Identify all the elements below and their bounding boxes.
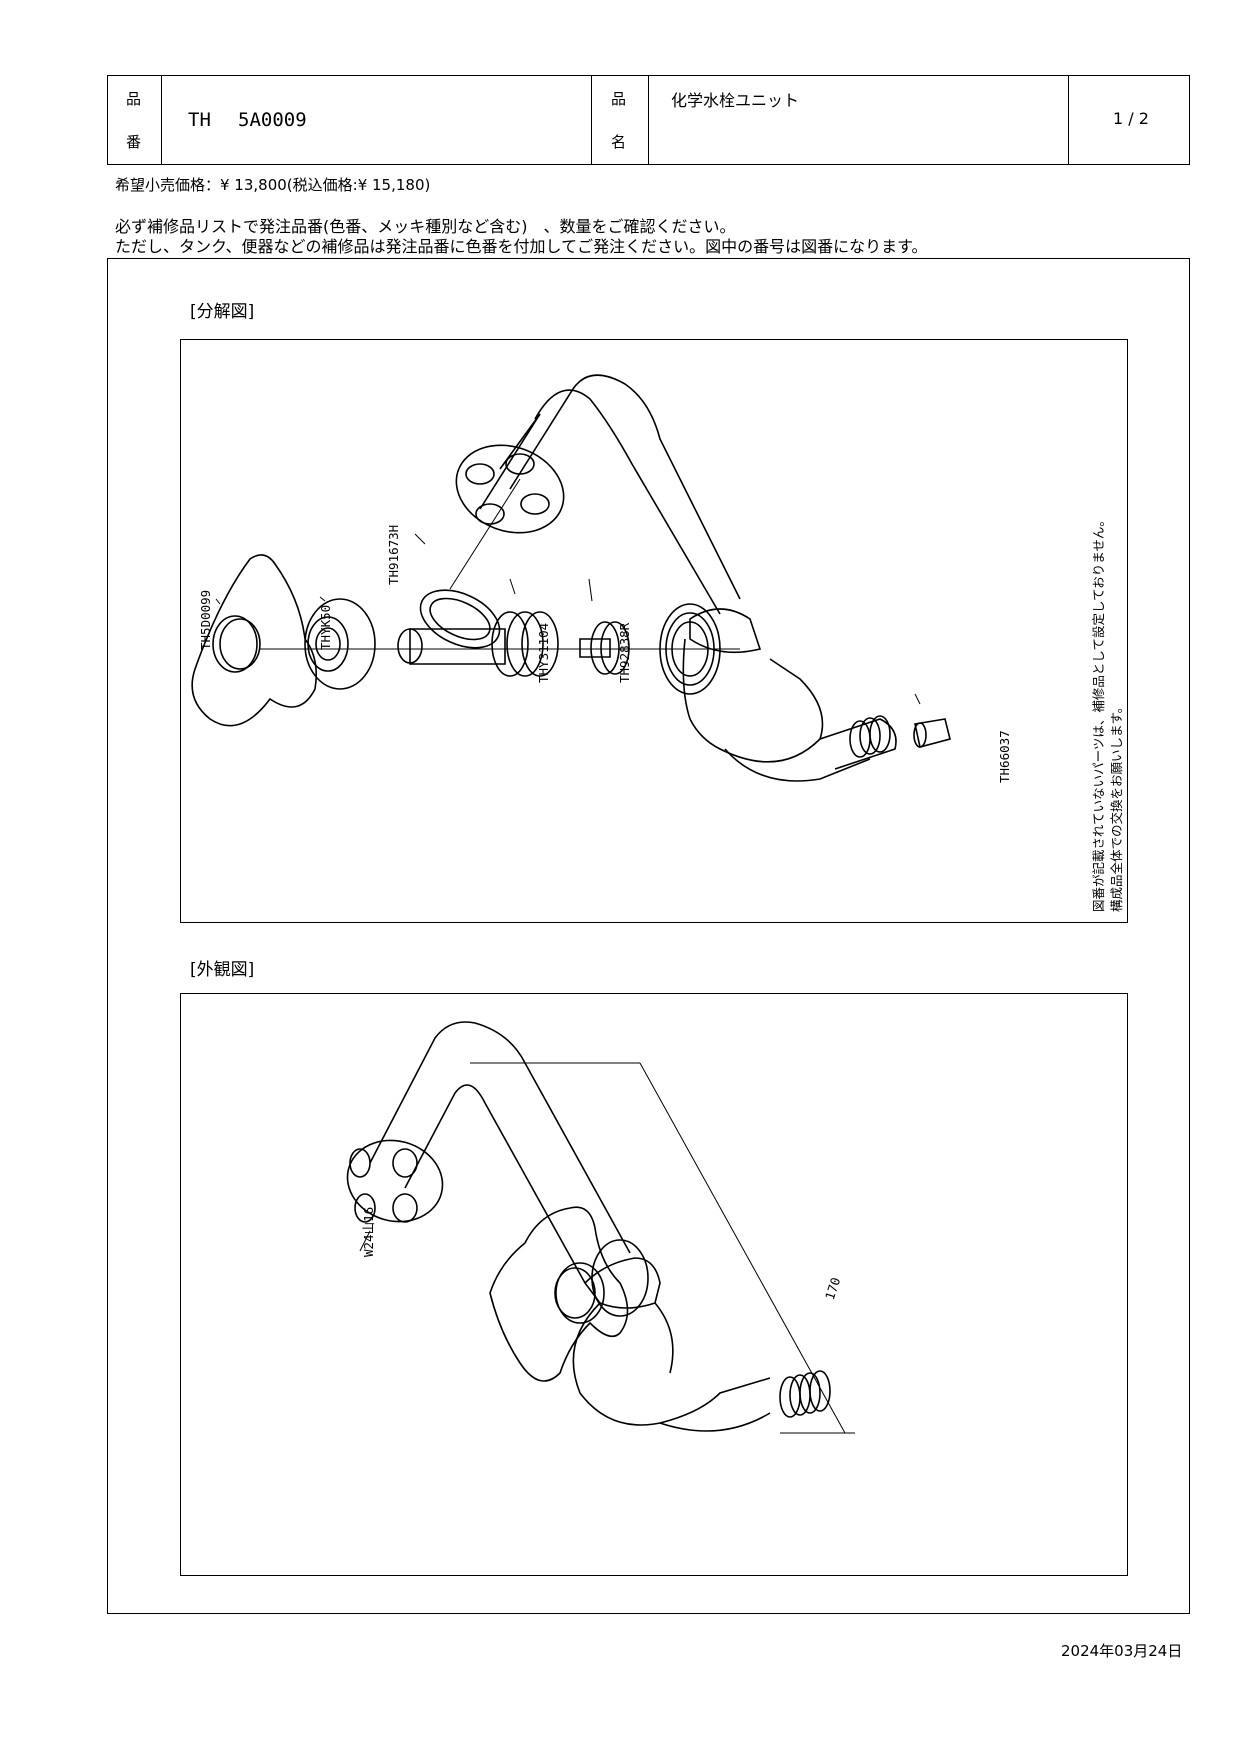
part-no: 5A0009 — [238, 109, 307, 131]
product-name-label: 名 — [611, 133, 627, 151]
appearance-title: [外観図] — [190, 960, 255, 980]
collar-nut — [455, 444, 565, 534]
product-name-label: 品 — [611, 90, 627, 108]
exploded-view-drawing — [191, 374, 951, 782]
nozzle-tip — [914, 718, 951, 748]
body-collar — [583, 1257, 661, 1309]
side-note: 構成品全体での交換をお願いします。 — [1109, 700, 1124, 912]
divider — [648, 76, 649, 164]
thread-label: W24山16 — [361, 1206, 376, 1257]
issue-date: 2024年03月24日 — [1061, 1642, 1183, 1660]
notice-line: 必ず補修品リストで発注品番(色番、メッキ種別など含む) 、数量をご確認ください。 — [115, 217, 736, 236]
price-line: 希望小売価格：¥ 13,800(税込価格:¥ 15,180) — [115, 176, 431, 194]
part-label-valve: TH92838R — [617, 622, 632, 683]
drawing-frame — [107, 258, 1190, 1614]
part-no-label: 番 — [126, 133, 142, 151]
part-no-label: 品 — [126, 90, 142, 108]
part-label-packing: TH91673H — [386, 524, 401, 585]
valve — [579, 638, 611, 658]
spout-outer — [509, 374, 741, 600]
page-number: 1 / 2 — [1113, 109, 1149, 128]
handle — [489, 1206, 629, 1382]
spout-inner — [404, 1084, 586, 1284]
part-no-prefix: TH — [188, 109, 211, 131]
side-note: 図番が記載されていないパーツは、補修品として設定しておりません。 — [1091, 514, 1106, 912]
divider — [591, 76, 592, 164]
spout-inner — [534, 389, 721, 615]
cap — [304, 598, 376, 690]
product-name: 化学水栓ユニット — [671, 91, 800, 110]
handle-knob — [555, 1262, 605, 1324]
exploded-view-panel — [180, 339, 1128, 923]
nozzle — [819, 718, 897, 770]
side-cap — [591, 1239, 649, 1317]
spindle — [409, 628, 506, 665]
exploded-title: [分解図] — [190, 302, 255, 322]
handle — [191, 554, 318, 727]
packing-ring — [419, 589, 501, 649]
notice-line: ただし、タンク、便器などの補修品は発注品番に色番を付加してご発注ください。図中の… — [115, 237, 928, 256]
spout-outer — [369, 1021, 631, 1254]
appearance-drawing — [346, 1021, 855, 1434]
part-label-handle: TH5D0099 — [198, 589, 213, 650]
body-collar — [689, 608, 762, 654]
appearance-view-panel — [180, 993, 1128, 1576]
handle-knob — [212, 615, 258, 673]
part-label-cap: THYK50 — [318, 604, 333, 650]
wall-nut — [346, 1139, 444, 1223]
part-label-nozzle-tip: TH66037 — [997, 730, 1012, 783]
divider — [1068, 76, 1069, 164]
divider — [161, 76, 162, 164]
header-table: 品 番 TH 5A0009 品 名 化学水栓ユニット 1 / 2 — [107, 75, 1190, 165]
part-label-spindle: THY31104 — [536, 622, 551, 683]
